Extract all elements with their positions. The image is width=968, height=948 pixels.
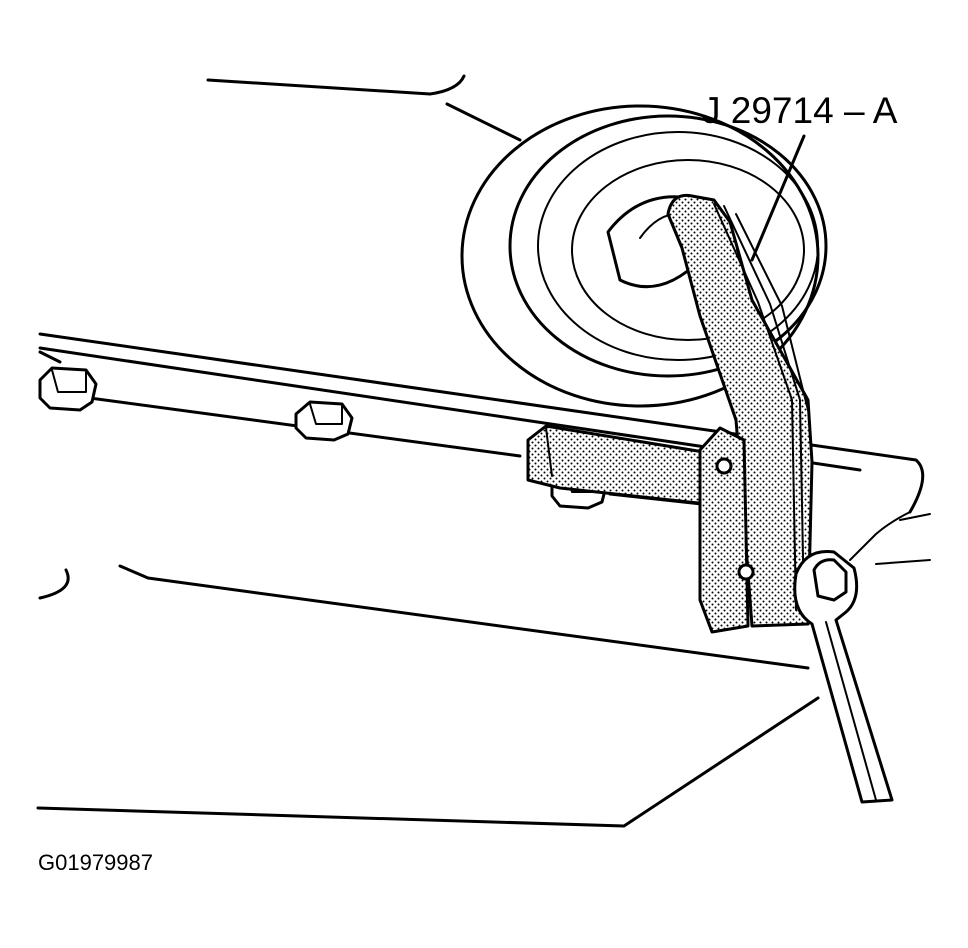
pan-bolt-1 <box>38 366 98 412</box>
callout-leader-line <box>750 134 806 262</box>
wrench <box>793 549 894 804</box>
engine-block-outline <box>36 74 820 828</box>
tool-callout-label: J 29714 – A <box>702 90 898 131</box>
pan-bolt-2 <box>294 400 354 442</box>
oil-pan-rail <box>38 332 931 565</box>
j29714a-tool-arm <box>666 193 814 634</box>
figure-id: G01979987 <box>38 850 153 875</box>
